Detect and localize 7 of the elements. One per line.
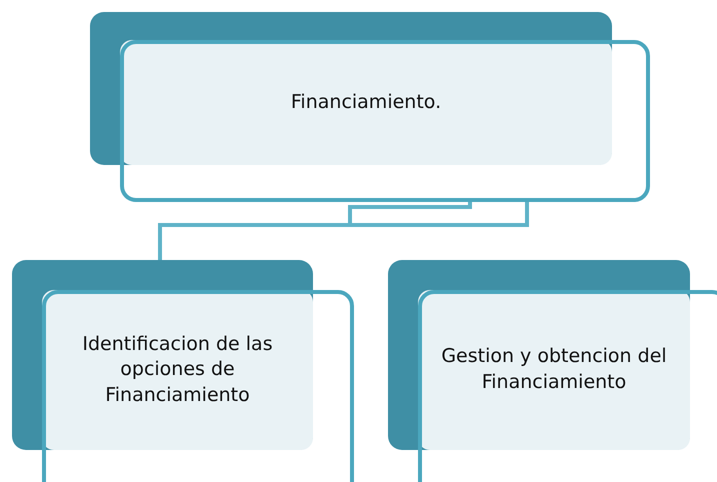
box-label: Financiamiento. — [290, 90, 442, 115]
box-label: Gestion y obtencion del Financiamiento — [440, 344, 668, 395]
process-box — [90, 12, 652, 202]
process-box — [12, 260, 354, 482]
process-box — [388, 260, 717, 482]
box-label: Identificacion de las opciones de Financiamiento — [81, 332, 274, 408]
connector-line — [158, 202, 472, 260]
